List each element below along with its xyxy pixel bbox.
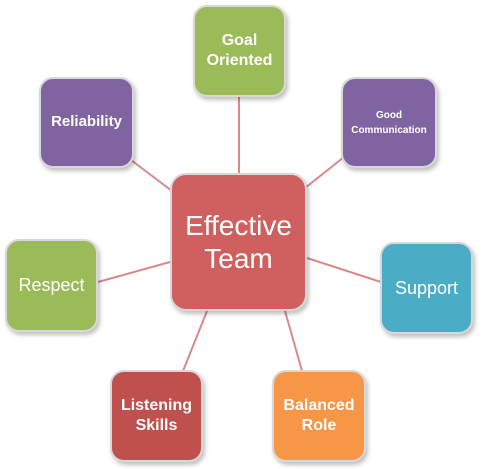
connector-respect [97,261,171,283]
node-goal-oriented: Goal Oriented [193,5,286,97]
node-listening-skills: Listening Skills [110,370,203,462]
node-reliability: Reliability [39,77,134,168]
node-respect: Respect [5,239,98,332]
node-support: Support [380,242,473,334]
connector-listening [182,310,208,372]
node-balanced-role: Balanced Role [272,370,366,462]
connector-reliability [130,159,173,192]
connector-support [306,257,382,283]
connector-balanced [284,310,303,372]
connector-comm [304,156,345,189]
center-node-effective-team: Effective Team [170,173,307,311]
node-good-communication: Good Communication [341,77,437,168]
